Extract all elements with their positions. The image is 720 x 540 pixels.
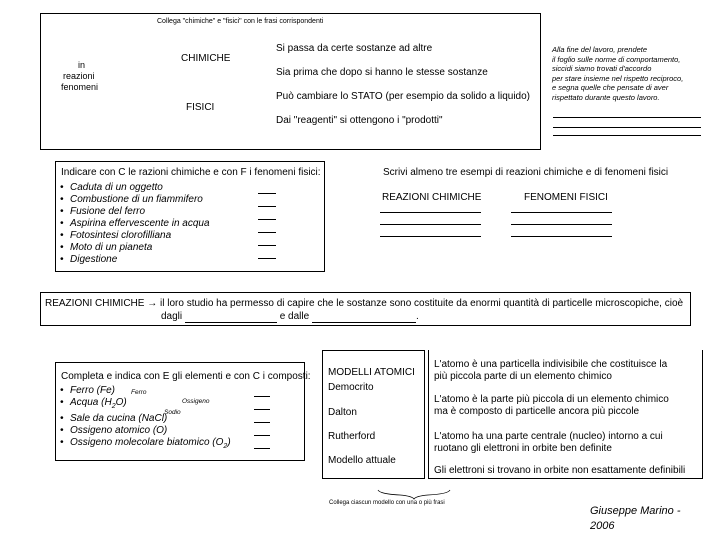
left-label-reazioni: reazioni	[63, 71, 95, 81]
answer-blank[interactable]	[254, 385, 270, 397]
completa-list: Ferro (Fe) Acqua (H2O) Sale da cucina (N…	[60, 385, 231, 453]
note-line-3: siccidi siamo trovati d'accordo	[552, 64, 652, 73]
arrow-icon: →	[147, 298, 158, 309]
indicate-item: Digestione	[60, 254, 210, 266]
modello-attuale: Modello attuale	[328, 455, 396, 466]
answer-blank[interactable]	[258, 221, 276, 233]
left-label-in: in	[78, 60, 86, 70]
completa-item: Sale da cucina (NaCl)	[60, 413, 231, 425]
note-blank-2[interactable]	[553, 127, 701, 128]
answer-blank[interactable]	[254, 411, 270, 423]
answer-blank[interactable]	[258, 234, 276, 246]
reazioni-blank-1[interactable]	[184, 313, 277, 323]
reazioni-dagli: dagli	[161, 311, 183, 322]
top-section	[40, 13, 541, 150]
phrase-3: Può cambiare lo STATO (per esempio da so…	[276, 91, 531, 102]
answer-blank[interactable]	[258, 247, 276, 259]
modello-descr-3: L'atomo ha una parte centrale (nucleo) i…	[434, 431, 663, 454]
examples-blank[interactable]	[380, 202, 481, 213]
completa-answer-blanks	[254, 385, 270, 450]
reazioni-text: il loro studio ha permesso di capire che…	[160, 298, 684, 309]
completa-item: Acqua (H2O)	[60, 397, 231, 413]
author-year: 2006	[590, 520, 615, 532]
modello-descr-4: Gli elettroni si trovano in orbite non e…	[434, 465, 686, 476]
note-line-2: il foglio sulle norme di comportamento,	[552, 54, 681, 64]
indicate-item: Caduta di un oggetto	[60, 182, 210, 194]
modello-descr-2: L'atomo è la parte più piccola di un ele…	[434, 394, 669, 417]
modelli-descr-border-right	[702, 350, 703, 479]
fisici-label: FISICI	[186, 102, 215, 113]
note-line-1: Alla fine del lavoro, prendete	[552, 45, 648, 54]
answer-blank[interactable]	[258, 208, 276, 220]
modelli-descr-border-left	[428, 350, 429, 479]
note-line-6: rispettato durante questo lavoro.	[552, 92, 660, 102]
phrase-4: Dai "reagenti" si ottengono i "prodotti"	[276, 115, 443, 126]
modelli-footer: Collega ciascun modello con una o più fr…	[329, 500, 445, 506]
modello-democrito: Democrito	[328, 382, 374, 393]
examples-blank[interactable]	[511, 202, 612, 213]
author-name: Giuseppe Marino -	[590, 505, 681, 517]
modelli-names-section	[322, 350, 425, 479]
answer-blank[interactable]	[258, 182, 276, 194]
indicate-list: Caduta di un oggetto Combustione di un f…	[60, 182, 210, 266]
note-line-4: per stare insieme nel rispetto reciproco…	[552, 73, 684, 83]
answer-blank[interactable]	[254, 437, 270, 449]
examples-blank[interactable]	[511, 226, 612, 237]
reazioni-blank-2[interactable]	[311, 313, 416, 323]
modelli-descr-border	[428, 478, 703, 479]
examples-blank[interactable]	[380, 226, 481, 237]
phrase-2: Sia prima che dopo si hanno le stesse so…	[276, 67, 488, 78]
indicate-answer-blanks	[258, 182, 276, 273]
modello-dalton: Dalton	[328, 407, 357, 418]
reazioni-section	[40, 292, 691, 326]
reazioni-line-2: dagli e dalle .	[161, 311, 419, 323]
completa-item: Ossigeno molecolare biatomico (O2)	[60, 437, 231, 453]
top-header: Collega "chimiche" e "fisici" con le fra…	[157, 18, 324, 25]
examples-col-fisici: FENOMENI FISICI	[524, 192, 608, 203]
examples-blank[interactable]	[380, 214, 481, 225]
chimiche-label: CHIMICHE	[181, 53, 231, 64]
examples-title: Scrivi almeno tre esempi di reazioni chi…	[383, 167, 669, 178]
note-line-5: e segna quelle che pensate di aver	[552, 83, 669, 92]
note-blank-3[interactable]	[553, 135, 701, 136]
examples-col-chimiche: REAZIONI CHIMICHE	[382, 192, 482, 203]
indicate-item: Moto di un pianeta	[60, 242, 210, 254]
answer-blank[interactable]	[254, 398, 270, 410]
reazioni-label: REAZIONI CHIMICHE	[45, 298, 145, 309]
completa-note-ossigeno: Ossigeno	[182, 398, 210, 405]
reazioni-e-dalle: e dalle	[279, 311, 310, 322]
completa-item: Ferro (Fe)	[60, 385, 231, 397]
completa-note-sodio: Sodio	[164, 409, 181, 416]
reazioni-period: .	[415, 311, 419, 322]
answer-blank[interactable]	[258, 195, 276, 207]
modello-rutherford: Rutherford	[328, 431, 376, 442]
left-label-fenomeni: fenomeni	[61, 82, 99, 92]
reazioni-line-1: REAZIONI CHIMICHE → il loro studio ha pe…	[45, 298, 683, 310]
completa-item: Ossigeno atomico (O)	[60, 425, 231, 437]
indicate-item: Aspirina effervescente in acqua	[60, 218, 210, 230]
modelli-title: MODELLI ATOMICI	[328, 367, 415, 378]
modello-descr-1: L'atomo è una particella indivisibile ch…	[434, 359, 668, 382]
phrase-1: Si passa da certe sostanze ad altre	[276, 43, 433, 54]
indicate-item: Fotosintesi clorofilliana	[60, 230, 210, 242]
completa-note-ferro: Ferro	[131, 389, 147, 396]
indicate-title: Indicare con C le razioni chimiche e con…	[61, 167, 321, 178]
note-blank-1[interactable]	[553, 117, 701, 118]
indicate-item: Fusione del ferro	[60, 206, 210, 218]
note-block: Alla fine del lavoro, prendete il foglio…	[552, 45, 683, 102]
answer-blank[interactable]	[258, 260, 276, 272]
indicate-item: Combustione di un fiammifero	[60, 194, 210, 206]
answer-blank[interactable]	[254, 424, 270, 436]
completa-title: Completa e indica con E gli elementi e c…	[61, 371, 311, 382]
examples-blank[interactable]	[511, 214, 612, 225]
